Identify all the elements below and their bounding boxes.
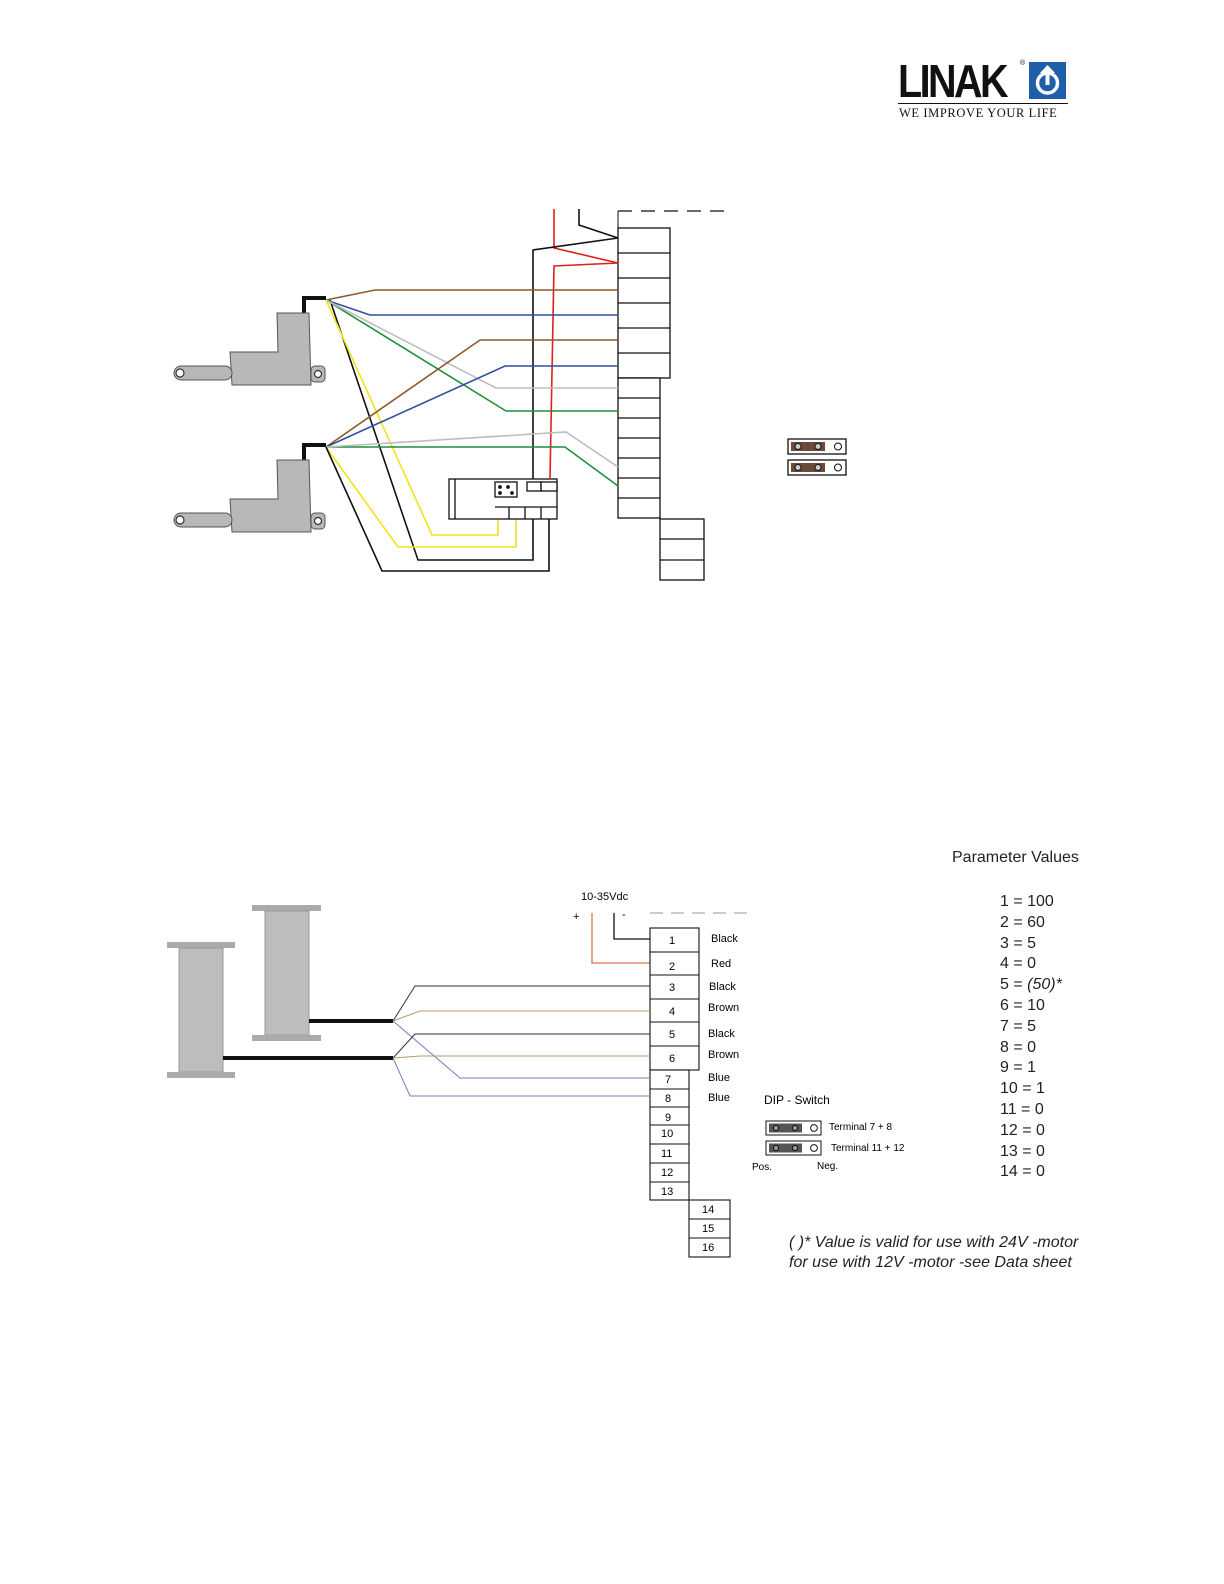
supply-red-wire (549, 209, 619, 479)
wire-brown-4 (392, 1010, 650, 1022)
wire-color-label: Blue (708, 1072, 731, 1084)
terminal-number: 7 (665, 1074, 672, 1086)
parameter-row: 11 = 0 (1000, 1100, 1044, 1118)
wire-black-5 (392, 1033, 650, 1059)
wire-color-label: Brown (708, 1049, 740, 1061)
linak-badge-icon (1029, 62, 1066, 99)
bottom-terminal-block (649, 927, 731, 1258)
wire-color-label: Red (711, 958, 732, 970)
terminal-number: 6 (669, 1053, 676, 1065)
gray-wire-2 (325, 431, 619, 468)
dip-neg-label: Neg. (817, 1161, 839, 1172)
wire-color-label: Black (708, 1028, 735, 1040)
top-terminal-block (617, 227, 705, 581)
parameter-row: 13 = 0 (1000, 1142, 1045, 1160)
parameter-row: 8 = 0 (1000, 1038, 1037, 1056)
parameter-row: 7 = 5 (1000, 1017, 1037, 1035)
parameter-row: 4 = 0 (1000, 955, 1037, 973)
blue-wire-1 (325, 299, 618, 316)
wire-color-label: Blue (708, 1092, 731, 1104)
blue-wire-2 (325, 365, 618, 448)
footnote-line-1: ( )* Value is valid for use with 24V -mo… (789, 1234, 1079, 1251)
terminal-number: 15 (702, 1223, 715, 1235)
wire-brown-6 (392, 1055, 650, 1059)
supply-plus-label: + (573, 911, 580, 923)
wire-black-3 (392, 985, 650, 1022)
bottom-wiring-diagram (167, 905, 822, 1258)
logo-registered-mark: ® (1020, 60, 1026, 67)
parameter-values-list: 1 = 100 2 = 60 3 = 5 4 = 0 5 = (50)* 6 =… (1000, 892, 1062, 1183)
terminal-number: 1 (669, 935, 676, 947)
dip-row-label: Terminal 7 + 8 (829, 1122, 893, 1133)
parameter-row: 2 = 60 (1000, 913, 1045, 931)
parameter-row: 1 = 100 (1000, 893, 1054, 910)
top-dip-switch (787, 438, 847, 476)
control-module (448, 478, 558, 520)
supply-voltage-label: 10-35Vdc (581, 891, 629, 903)
terminal-number: 2 (669, 961, 676, 973)
terminal-number: 14 (702, 1204, 715, 1216)
black-wire-actuator-2 (325, 446, 550, 572)
dip-pos-label: Pos. (752, 1162, 773, 1173)
supply-plus-wire (591, 913, 650, 964)
supply-minus-wire (613, 913, 650, 940)
dip-switch-title: DIP - Switch (764, 1093, 830, 1107)
logo-tagline: WE IMPROVE YOUR LIFE (899, 106, 1058, 120)
parameter-row: 9 = 1 (1000, 1059, 1037, 1077)
wire-blue-8 (392, 1057, 650, 1097)
gray-wire-1 (325, 299, 618, 389)
bottom-actuator-left (167, 942, 235, 1078)
linear-actuator-2 (173, 443, 326, 533)
parameter-row: 3 = 5 (1000, 934, 1037, 952)
black-wire-actuator-1 (329, 237, 619, 561)
terminal-number: 16 (702, 1242, 715, 1254)
terminal-number: 11 (661, 1148, 673, 1160)
yellow-wire-2 (325, 446, 517, 548)
parameter-row: 6 = 10 (1000, 996, 1045, 1014)
wire-color-label: Black (711, 933, 738, 945)
terminal-number: 3 (669, 982, 676, 994)
wire-blue-7 (392, 1020, 650, 1079)
yellow-wire-1 (325, 299, 499, 536)
terminal-number: 8 (665, 1093, 672, 1105)
logo-wordmark: LINAK (898, 55, 1009, 107)
linear-actuator-1 (173, 296, 326, 386)
terminal-number: 4 (669, 1006, 676, 1018)
wire-color-label: Black (709, 981, 736, 993)
logo-rule (898, 103, 1068, 104)
parameter-row-italic: (50)* (1027, 976, 1062, 994)
green-wire-2 (326, 446, 619, 487)
terminal-number: 13 (661, 1186, 674, 1198)
parameter-row: 14 = 0 (1000, 1163, 1045, 1181)
parameter-row: 12 = 0 (1000, 1121, 1045, 1139)
terminal-number: 9 (665, 1112, 672, 1124)
footnote-line-2: for use with 12V -motor -see Data sheet (789, 1254, 1072, 1271)
dip-row-label: Terminal 11 + 12 (831, 1143, 905, 1154)
terminal-number: 10 (661, 1128, 674, 1140)
wire-color-label: Brown (708, 1002, 740, 1014)
brown-wire-1 (325, 289, 618, 301)
bottom-actuator-right (252, 905, 321, 1041)
parameter-row: 5 = (50)* (1000, 975, 1062, 996)
supply-minus-label: - (622, 909, 626, 921)
parameter-row-prefix: 5 = (1000, 976, 1028, 994)
brown-wire-2 (325, 339, 618, 448)
terminal-number: 12 (661, 1167, 674, 1179)
supply-black-wire (578, 209, 619, 239)
green-wire-1 (325, 299, 618, 412)
parameter-values-title: Parameter Values (952, 849, 1079, 866)
terminal-number: 5 (669, 1029, 676, 1041)
parameter-footnote: ( )* Value is valid for use with 24V -mo… (789, 1233, 1078, 1273)
bottom-dip-switch (765, 1120, 822, 1156)
parameter-row: 10 = 1 (1000, 1080, 1045, 1098)
linak-logo: LINAK ® WE IMPROVE YOUR LIFE (898, 55, 1070, 124)
